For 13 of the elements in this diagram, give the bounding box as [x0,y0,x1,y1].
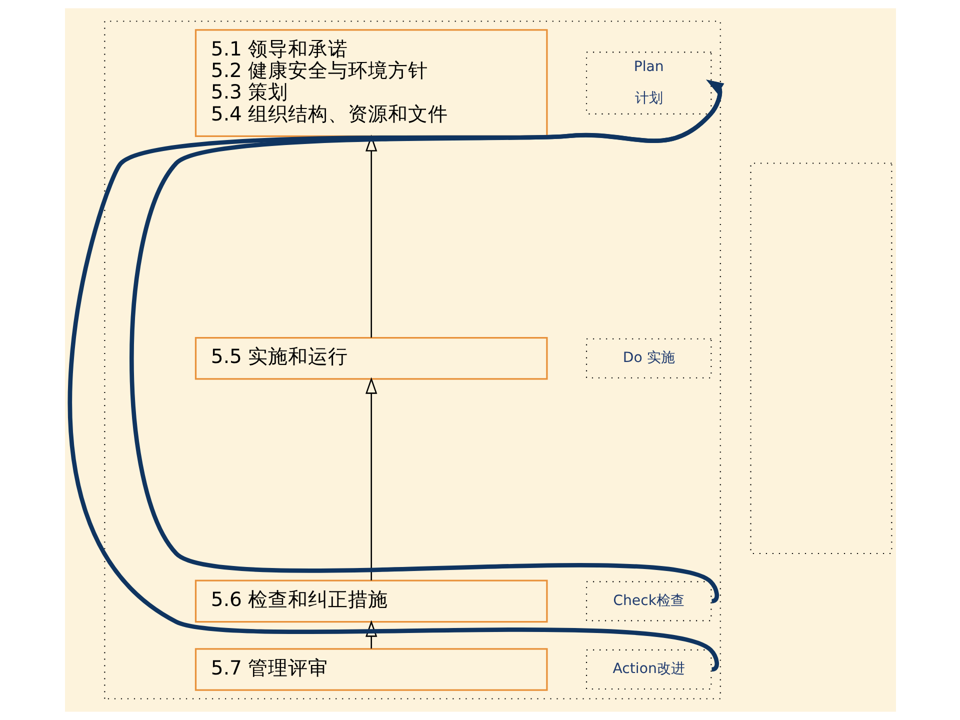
node-box: 5.5 实施和运行 [194,336,548,380]
node-box: 5.1 领导和承诺 5.2 健康安全与环境方针 5.3 策划 5.4 组织结构、资源和文件 [194,29,548,137]
node-box: 5.7 管理评审 [194,648,548,691]
node-box: Plan 计划 [585,52,712,114]
arrow [365,377,377,580]
arrow [365,620,377,649]
arrow [68,80,724,670]
node-box: Action改进 [585,649,712,690]
node-box: Check检查 [585,581,712,622]
node-box: 5.6 检查和纠正措施 [194,580,548,623]
node-box: Do 实施 [585,338,712,378]
arrow [129,80,724,602]
node-box [750,162,892,554]
